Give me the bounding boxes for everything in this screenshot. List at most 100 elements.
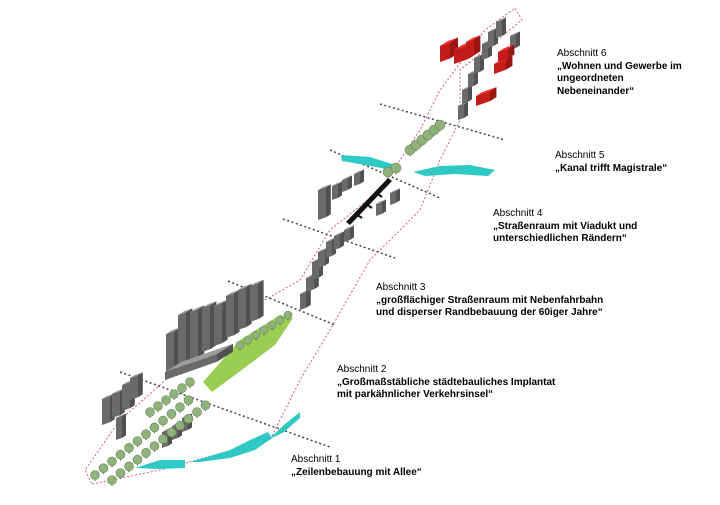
viaduct <box>346 178 392 225</box>
building-front <box>494 59 506 74</box>
tree-15 <box>149 422 160 434</box>
building-roof <box>488 27 498 32</box>
section-5-title: Abschnitt 5 <box>555 150 605 161</box>
section-3-title: Abschnitt 3 <box>376 282 426 293</box>
tree-1 <box>90 470 100 481</box>
tree-9 <box>124 442 134 454</box>
building-roof <box>238 283 252 290</box>
tree-rows <box>90 119 446 486</box>
tree-crown <box>141 429 151 440</box>
tree-crown <box>175 420 185 431</box>
building-side <box>490 87 497 102</box>
building-front <box>166 331 174 372</box>
building-front <box>312 259 319 280</box>
tree-14 <box>158 434 168 446</box>
tree-32 <box>243 335 253 346</box>
building-roof <box>466 35 481 42</box>
existing-buildings <box>102 17 520 448</box>
tree-crown <box>390 162 402 174</box>
tree-crown <box>115 449 126 460</box>
building-side <box>258 279 264 320</box>
building-roof <box>102 393 115 399</box>
tree-8 <box>132 454 143 466</box>
building-25 <box>318 184 331 220</box>
highlighted-building-6 <box>476 87 497 106</box>
tree-crown <box>267 320 277 330</box>
viaduct-piers <box>355 192 383 219</box>
building-front <box>488 29 494 48</box>
tree-31 <box>235 340 245 351</box>
section-4-title: Abschnitt 4 <box>493 208 543 219</box>
tree-27 <box>161 395 171 406</box>
building-front <box>226 293 234 338</box>
building-front <box>250 283 258 322</box>
building-side <box>350 225 354 240</box>
tree-crown <box>251 330 261 340</box>
building-front <box>165 353 217 380</box>
building-roof <box>498 44 515 52</box>
tree-crown <box>124 461 134 472</box>
tree-25 <box>145 407 155 418</box>
section-6-title: Abschnitt 6 <box>557 48 607 59</box>
building-front <box>122 382 130 411</box>
building-front <box>474 55 480 74</box>
building-30 <box>390 188 400 205</box>
building-front <box>342 177 348 192</box>
building-roof <box>326 237 336 242</box>
building-roof <box>165 343 233 372</box>
tree-29 <box>177 383 187 394</box>
tree-24 <box>200 400 211 412</box>
tree-crown <box>192 407 202 417</box>
building-roof <box>190 305 205 312</box>
section-6-line-3: Nebeneinander“ <box>557 85 635 97</box>
section-5-line-1: „Kanal trifft Magistrale“ <box>555 162 668 174</box>
building-front <box>214 303 222 346</box>
building-roof <box>354 169 364 174</box>
section-label-2: Abschnitt 2 „Großmaßstäbliche städtebaul… <box>337 364 555 402</box>
tree-28 <box>169 389 179 400</box>
tree-crown <box>115 468 126 479</box>
building-front <box>300 291 306 310</box>
building-roof <box>440 37 458 46</box>
tree-crown <box>132 436 143 446</box>
tree-2 <box>107 475 117 486</box>
building-front <box>326 239 332 258</box>
section-label-6: Abschnitt 6 „Wohnen und Gewerbe im ungeo… <box>557 48 682 98</box>
building-side <box>340 231 344 248</box>
tree-5 <box>107 456 117 468</box>
tree-crown <box>124 442 134 453</box>
tree-crown <box>183 413 194 424</box>
building-side <box>396 188 400 203</box>
section-label-1: Abschnitt 1 „Zeilenbebauung mit Allee“ <box>291 454 422 479</box>
building-roof <box>496 17 506 22</box>
tree-18 <box>175 420 185 432</box>
tree-26 <box>153 401 163 412</box>
building-roof <box>342 175 352 180</box>
tree-6 <box>124 461 134 473</box>
building-roof <box>376 199 386 204</box>
tree-22 <box>192 407 202 418</box>
building-side <box>506 55 513 70</box>
section-2-line-1: „Großmaßstäbliche städtebauliches Implan… <box>337 376 556 388</box>
building-front <box>178 312 186 365</box>
tree-crown <box>132 454 143 465</box>
tree-10 <box>141 447 151 459</box>
building-front <box>318 249 325 268</box>
building-front <box>354 171 360 186</box>
section-4-line-1: „Straßenraum mit Viadukt und <box>493 220 638 232</box>
canal-section-1b <box>190 432 272 462</box>
section-1-line-1: „Zeilenbebauung mit Allee“ <box>291 466 422 478</box>
building-front <box>454 45 468 64</box>
building-side <box>474 35 481 56</box>
building-roof <box>474 53 484 58</box>
building-roof <box>332 181 342 186</box>
building-14 <box>226 289 240 338</box>
building-side <box>138 372 143 398</box>
building-front <box>476 91 490 106</box>
building-13 <box>214 299 228 346</box>
building-front <box>332 183 338 200</box>
building-37 <box>496 17 506 38</box>
building-27 <box>342 175 352 192</box>
building-side <box>516 31 520 48</box>
building-front <box>496 19 502 38</box>
